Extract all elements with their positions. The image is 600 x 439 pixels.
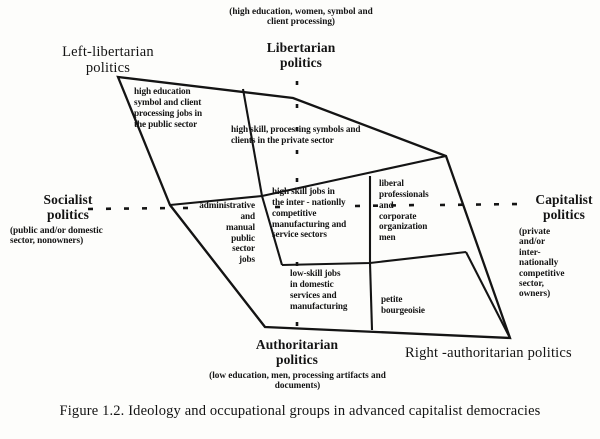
internal-dividers xyxy=(169,88,511,339)
libertarian-axis-note: (high education, women, symbol and clien… xyxy=(229,6,373,27)
cell-high-skill-private-sector: high skill, processing symbols and clien… xyxy=(231,124,361,145)
capitalist-pole-note: (private and/or inter- nationally compet… xyxy=(519,227,565,300)
right-authoritarian-corner-label: Right -authoritarian politics xyxy=(405,345,572,361)
capitalist-pole-label: Capitalist politics xyxy=(535,192,593,223)
cell-high-education-public-sector: high education symbol and client process… xyxy=(134,86,202,129)
horizontal-axis-dotted xyxy=(87,202,521,211)
libertarian-pole-label: Libertarian politics xyxy=(266,40,336,71)
authoritarian-axis-note: (low education, men, processing artifact… xyxy=(209,370,386,391)
cell-high-skill-internationally-competitive: high skill jobs in the inter - nationlly… xyxy=(272,186,347,240)
authoritarian-pole-label: Authoritarian politics xyxy=(255,337,339,368)
cell-petite-bourgeoisie: petite bourgeoisie xyxy=(381,294,425,315)
left-libertarian-corner-label: Left-libertarian politics xyxy=(62,44,154,77)
figure-caption: Figure 1.2. Ideology and occupational gr… xyxy=(59,403,541,419)
cell-liberal-professionals-corporate: liberal professionals and corporate orga… xyxy=(379,178,429,243)
socialist-pole-note: (public and/or domestic sector, nonowner… xyxy=(10,226,103,247)
socialist-pole-label: Socialist politics xyxy=(43,192,93,223)
cell-low-skill-domestic-services: low-skill jobs in domestic services and … xyxy=(290,268,348,311)
cell-administrative-manual-public: administrative and manual public sector … xyxy=(199,200,255,265)
